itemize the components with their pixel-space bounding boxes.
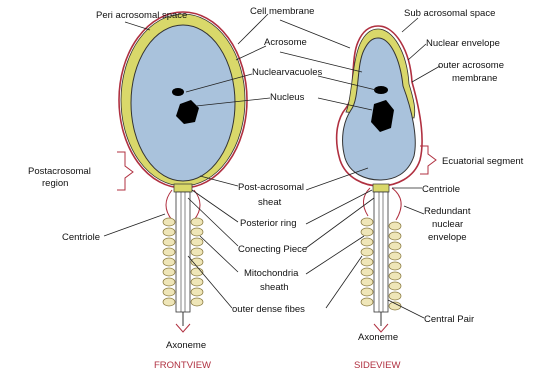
- label-postacrosomal: Postacrosomal: [28, 166, 91, 177]
- label-nuclear-vacuoles: Nuclearvacuoles: [252, 67, 322, 78]
- side-mitochondria-right: [389, 222, 401, 310]
- label-post-acrosomal: Post-acrosomal: [238, 182, 304, 193]
- label-sheath: sheath: [260, 282, 289, 293]
- front-view-sperm: [119, 12, 247, 332]
- label-axoneme-right: Axoneme: [358, 332, 398, 343]
- label-outer-dense-fibres: outer dense fibes: [232, 304, 305, 315]
- label-nuclear-envelope: Nuclear envelope: [426, 38, 500, 49]
- label-centriole-right: Centriole: [422, 184, 460, 195]
- label-cell-membrane: Cell membrane: [250, 6, 314, 17]
- side-axial-filament: [374, 192, 388, 312]
- label-equatorial-segment: Ecuatorial segment: [442, 156, 524, 167]
- label-centriole-left: Centriole: [62, 232, 100, 243]
- label-connecting-piece: Conecting Piece: [238, 244, 307, 255]
- label-posterior-ring: Posterior ring: [240, 218, 297, 229]
- front-nuclear-vacuole: [172, 88, 184, 96]
- label-sub-acrosomal-space: Sub acrosomal space: [404, 8, 495, 19]
- side-posterior-ring: [373, 184, 389, 192]
- label-membrane: membrane: [452, 73, 497, 84]
- label-acrosome: Acrosome: [264, 37, 307, 48]
- label-peri-acrosomal-space: Peri acrosomal space: [96, 10, 187, 21]
- label-mitochondria: Mitochondria: [244, 268, 299, 279]
- side-mitochondria-left: [361, 218, 373, 306]
- side-nuclear-vacuole: [374, 86, 388, 94]
- front-axial-filament: [176, 192, 190, 312]
- label-envelope: envelope: [428, 232, 467, 243]
- label-region: region: [42, 178, 68, 189]
- front-loop-left: [166, 190, 172, 220]
- label-outer-acrosome: outer acrosome: [438, 60, 504, 71]
- label-nuclear: nuclear: [432, 219, 463, 230]
- label-axoneme-left: Axoneme: [166, 340, 206, 351]
- label-central-pair: Central Pair: [424, 314, 474, 325]
- labels: Peri acrosomal space Cell membrane Acros…: [28, 6, 524, 351]
- front-posterior-ring: [174, 184, 192, 192]
- label-redundant: Redundant: [424, 206, 471, 217]
- label-sheat: sheat: [258, 197, 282, 208]
- postacrosomal-brace: [117, 152, 133, 190]
- side-redundant-envelope: [392, 188, 401, 220]
- side-view-sperm: [337, 26, 422, 332]
- front-mitochondria-left: [163, 218, 175, 306]
- label-nucleus: Nucleus: [270, 92, 305, 103]
- caption-front-view: FRONTVIEW: [154, 360, 211, 371]
- caption-side-view: SIDEVIEW: [354, 360, 400, 371]
